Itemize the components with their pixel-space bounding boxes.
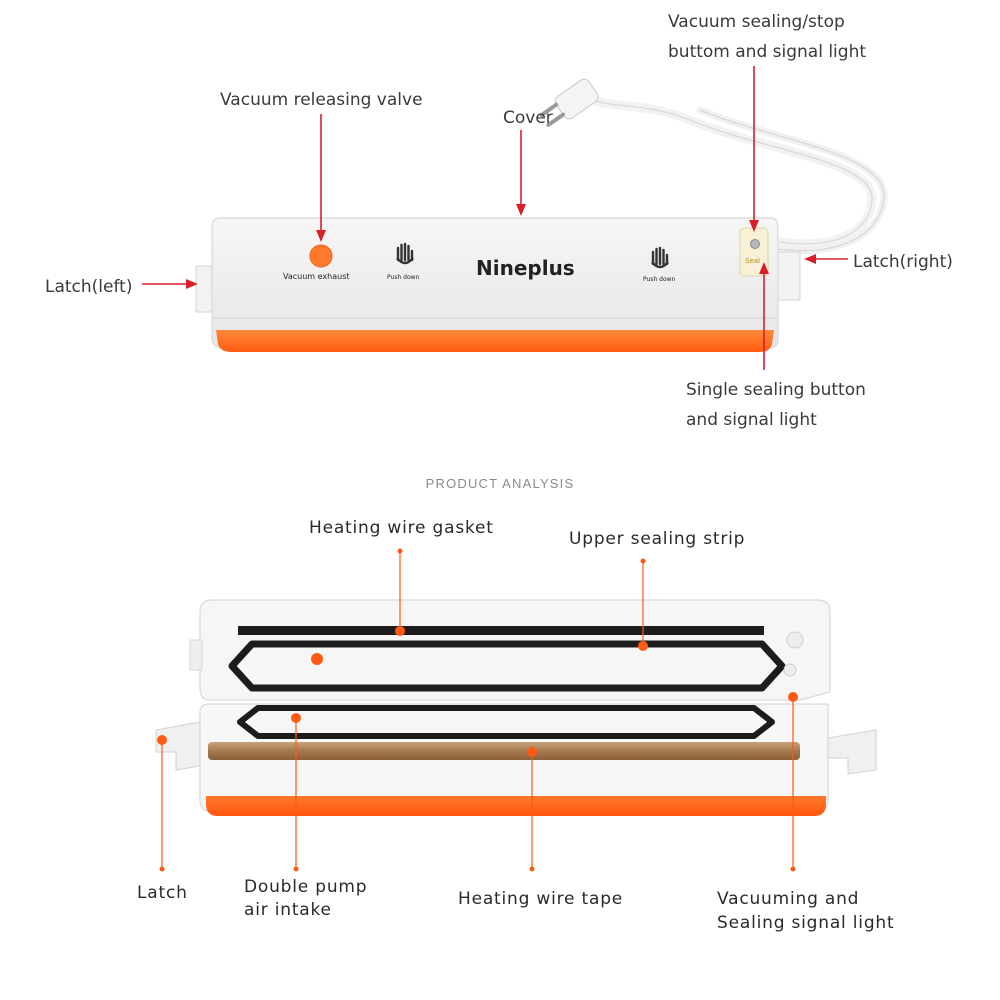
callout-cover: Cover — [503, 108, 553, 128]
callout-heating-wire-tape: Heating wire tape — [458, 889, 624, 909]
upper-sealing-strip-shape — [228, 640, 786, 692]
vacuum-stop-button-light — [750, 239, 760, 249]
callout-vacuum-stop-line2: buttom and signal light — [668, 42, 867, 62]
section-title: PRODUCT ANALYSIS — [425, 476, 575, 491]
callout-latch-left: Latch(left) — [45, 277, 133, 297]
callout-leaders-bottom — [157, 548, 798, 872]
top-device-body — [211, 217, 779, 349]
top-device-illustration — [142, 66, 888, 370]
bottom-device-orange-base — [206, 796, 826, 816]
heating-wire-tape-shape — [208, 742, 800, 760]
seal-button-label: Seal — [745, 257, 760, 265]
callout-vacuuming-line1: Vacuuming and — [717, 889, 860, 909]
callout-vacuum-stop-line1: Vacuum sealing/stop — [668, 12, 845, 32]
callout-heating-wire-gasket: Heating wire gasket — [309, 518, 494, 538]
callout-arrows-top — [142, 66, 848, 370]
push-down-hand-icon-left — [396, 242, 414, 265]
open-lid — [199, 599, 831, 701]
power-cord — [580, 90, 888, 255]
brand-logo: Nineplus — [476, 256, 575, 280]
callout-double-pump-line1: Double pump — [244, 877, 368, 897]
callout-vacuum-releasing-valve: Vacuum releasing valve — [220, 90, 423, 110]
callout-single-sealing-line2: and signal light — [686, 410, 817, 430]
callout-vacuuming-line2: Sealing signal light — [717, 913, 895, 933]
top-device-orange-base — [216, 330, 774, 352]
vacuum-exhaust-knob — [309, 244, 333, 268]
latch-left-open — [155, 721, 201, 771]
callout-latch-right: Latch(right) — [853, 252, 953, 272]
callout-single-sealing-line1: Single sealing button — [686, 380, 866, 400]
vacuum-exhaust-label: Vacuum exhaust — [283, 272, 350, 281]
push-down-label-left: Push down — [387, 274, 420, 281]
callout-double-pump-line2: air intake — [244, 900, 332, 920]
push-down-label-right: Push down — [643, 276, 676, 283]
callout-upper-sealing-strip: Upper sealing strip — [569, 529, 746, 549]
callout-latch: Latch — [137, 883, 188, 903]
heating-wire-gasket-shape — [238, 626, 764, 635]
power-plug — [539, 78, 599, 127]
push-down-hand-icon-right — [651, 246, 669, 269]
latch-right-open — [827, 729, 877, 775]
